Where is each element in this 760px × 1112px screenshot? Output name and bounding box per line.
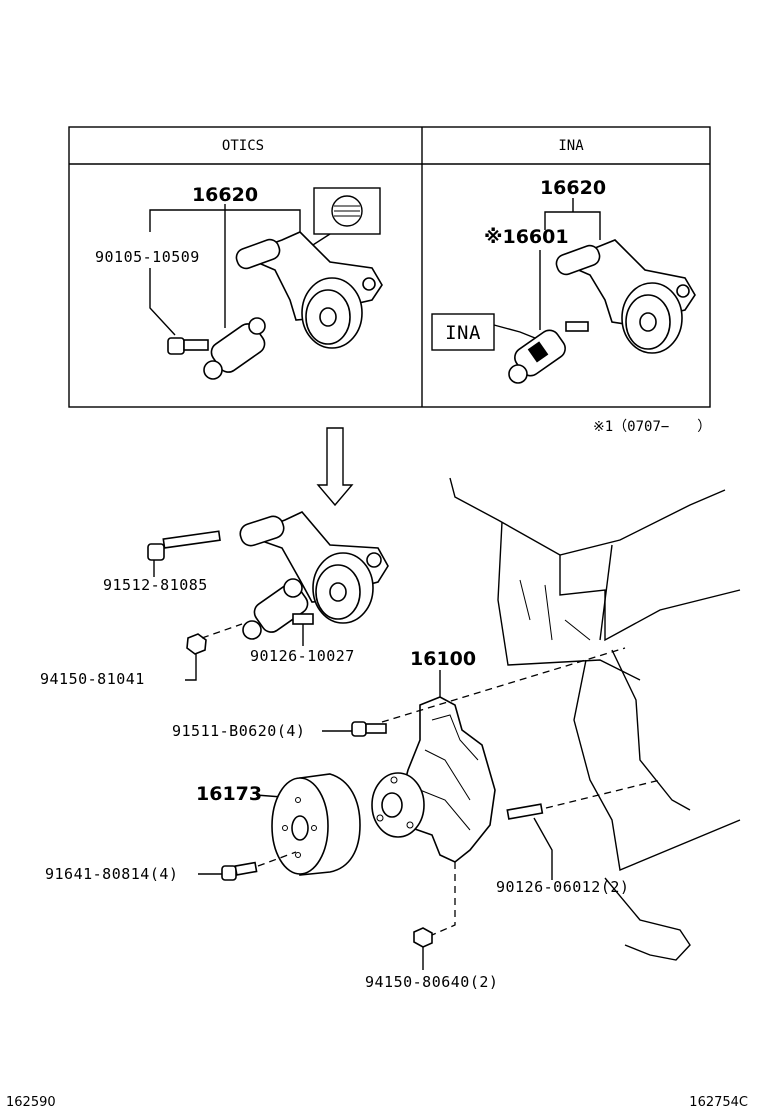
otics-cell: 16620 90105-10509 xyxy=(95,184,383,380)
label-90126-06012[interactable]: 90126-06012(2) xyxy=(496,878,629,896)
stud-90126-06012 xyxy=(506,803,544,820)
label-91641-80814[interactable]: 91641-80814(4) xyxy=(45,865,178,883)
ina-assembly-label[interactable]: 16620 xyxy=(540,177,606,199)
label-91512-81085[interactable]: 91512-81085 xyxy=(103,576,208,594)
label-91511-b0620[interactable]: 91511-B0620(4) xyxy=(172,722,305,740)
tensioner-assembly xyxy=(239,511,389,640)
label-90126-10027[interactable]: 90126-10027 xyxy=(250,647,355,665)
otics-bolt-label[interactable]: 90105-10509 xyxy=(95,248,200,266)
footnote: ※1（0707− ） xyxy=(593,419,711,435)
ina-pulley xyxy=(621,282,683,354)
variant-table: OTICS INA xyxy=(68,126,711,408)
footer-right-code: 162754C xyxy=(689,1095,748,1110)
water-pump-16100 xyxy=(371,696,496,863)
stud-90126-10027 xyxy=(292,613,314,625)
bolt-91512 xyxy=(147,530,221,561)
otics-detail-box xyxy=(313,187,381,235)
ina-tag-box xyxy=(431,313,495,351)
footer-left-code: 162590 xyxy=(6,1095,56,1110)
otics-header: OTICS xyxy=(222,138,264,154)
label-94150-80640[interactable]: 94150-80640(2) xyxy=(365,973,498,991)
otics-pulley xyxy=(301,277,363,349)
down-arrow-icon xyxy=(316,427,354,507)
ina-tag: INA xyxy=(445,322,481,344)
bolt-91511-b0620 xyxy=(351,721,387,737)
label-16173[interactable]: 16173 xyxy=(196,783,262,805)
nut-94150-81041 xyxy=(186,633,207,655)
engine-block xyxy=(449,477,741,961)
ina-tensioner xyxy=(508,321,589,384)
label-16100[interactable]: 16100 xyxy=(410,648,476,670)
ina-cell: 16620 ※16601 INA xyxy=(431,177,696,384)
otics-assembly-label[interactable]: 16620 xyxy=(192,184,258,206)
ina-tensioner-label[interactable]: ※16601 xyxy=(484,226,569,248)
bolt-91641-80814 xyxy=(221,861,258,881)
otics-bolt xyxy=(167,337,209,355)
pulley-16173 xyxy=(271,773,361,876)
nut-94150-80640 xyxy=(413,927,433,948)
ina-header: INA xyxy=(558,138,584,154)
otics-tensioner xyxy=(203,317,266,380)
label-94150-81041[interactable]: 94150-81041 xyxy=(40,670,145,688)
